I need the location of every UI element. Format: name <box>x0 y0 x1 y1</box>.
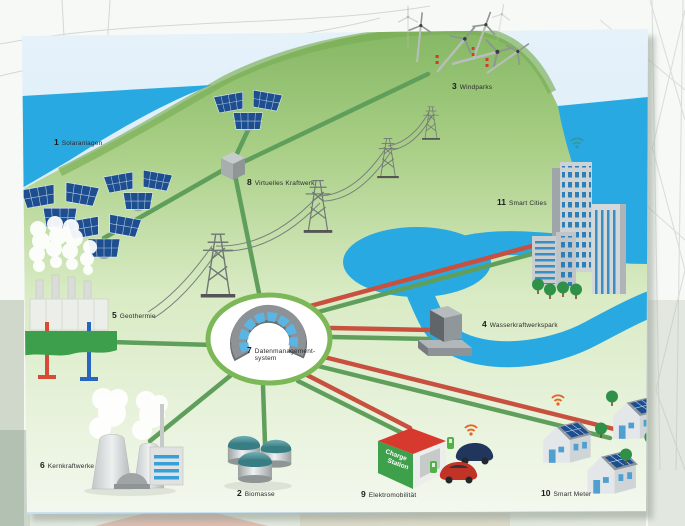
wifi-icon <box>570 137 584 149</box>
turbine-stripes <box>435 47 489 67</box>
smart-meter-house-icon <box>613 396 648 439</box>
charge-station-icon: Charge Station <box>378 424 494 489</box>
smart-meter-houses <box>542 389 648 495</box>
diagram-page: Charge Station <box>22 29 648 514</box>
smart-city-buildings-icon <box>531 137 626 300</box>
wifi-icon <box>464 424 478 436</box>
geothermal-plant-icon <box>22 216 117 381</box>
biomass-tanks-icon <box>224 435 292 491</box>
transmission-line <box>147 105 441 319</box>
hill-ridge <box>57 29 557 177</box>
data-management-hub-icon <box>205 292 333 386</box>
hydro-plant-icon <box>418 306 472 356</box>
hill <box>22 29 648 512</box>
wifi-icon <box>551 394 565 406</box>
left-lake <box>22 85 212 188</box>
data-lines <box>296 236 617 432</box>
electric-car-icon <box>455 443 494 465</box>
nuclear-plant-icon <box>84 388 184 496</box>
wind-park <box>397 1 537 84</box>
virtual-power-plant-node-icon <box>221 152 245 180</box>
label-datenmanagementsystem: 7 Datenmanagement-system <box>247 345 316 363</box>
electric-car-icon <box>439 462 478 484</box>
pond <box>343 227 491 297</box>
